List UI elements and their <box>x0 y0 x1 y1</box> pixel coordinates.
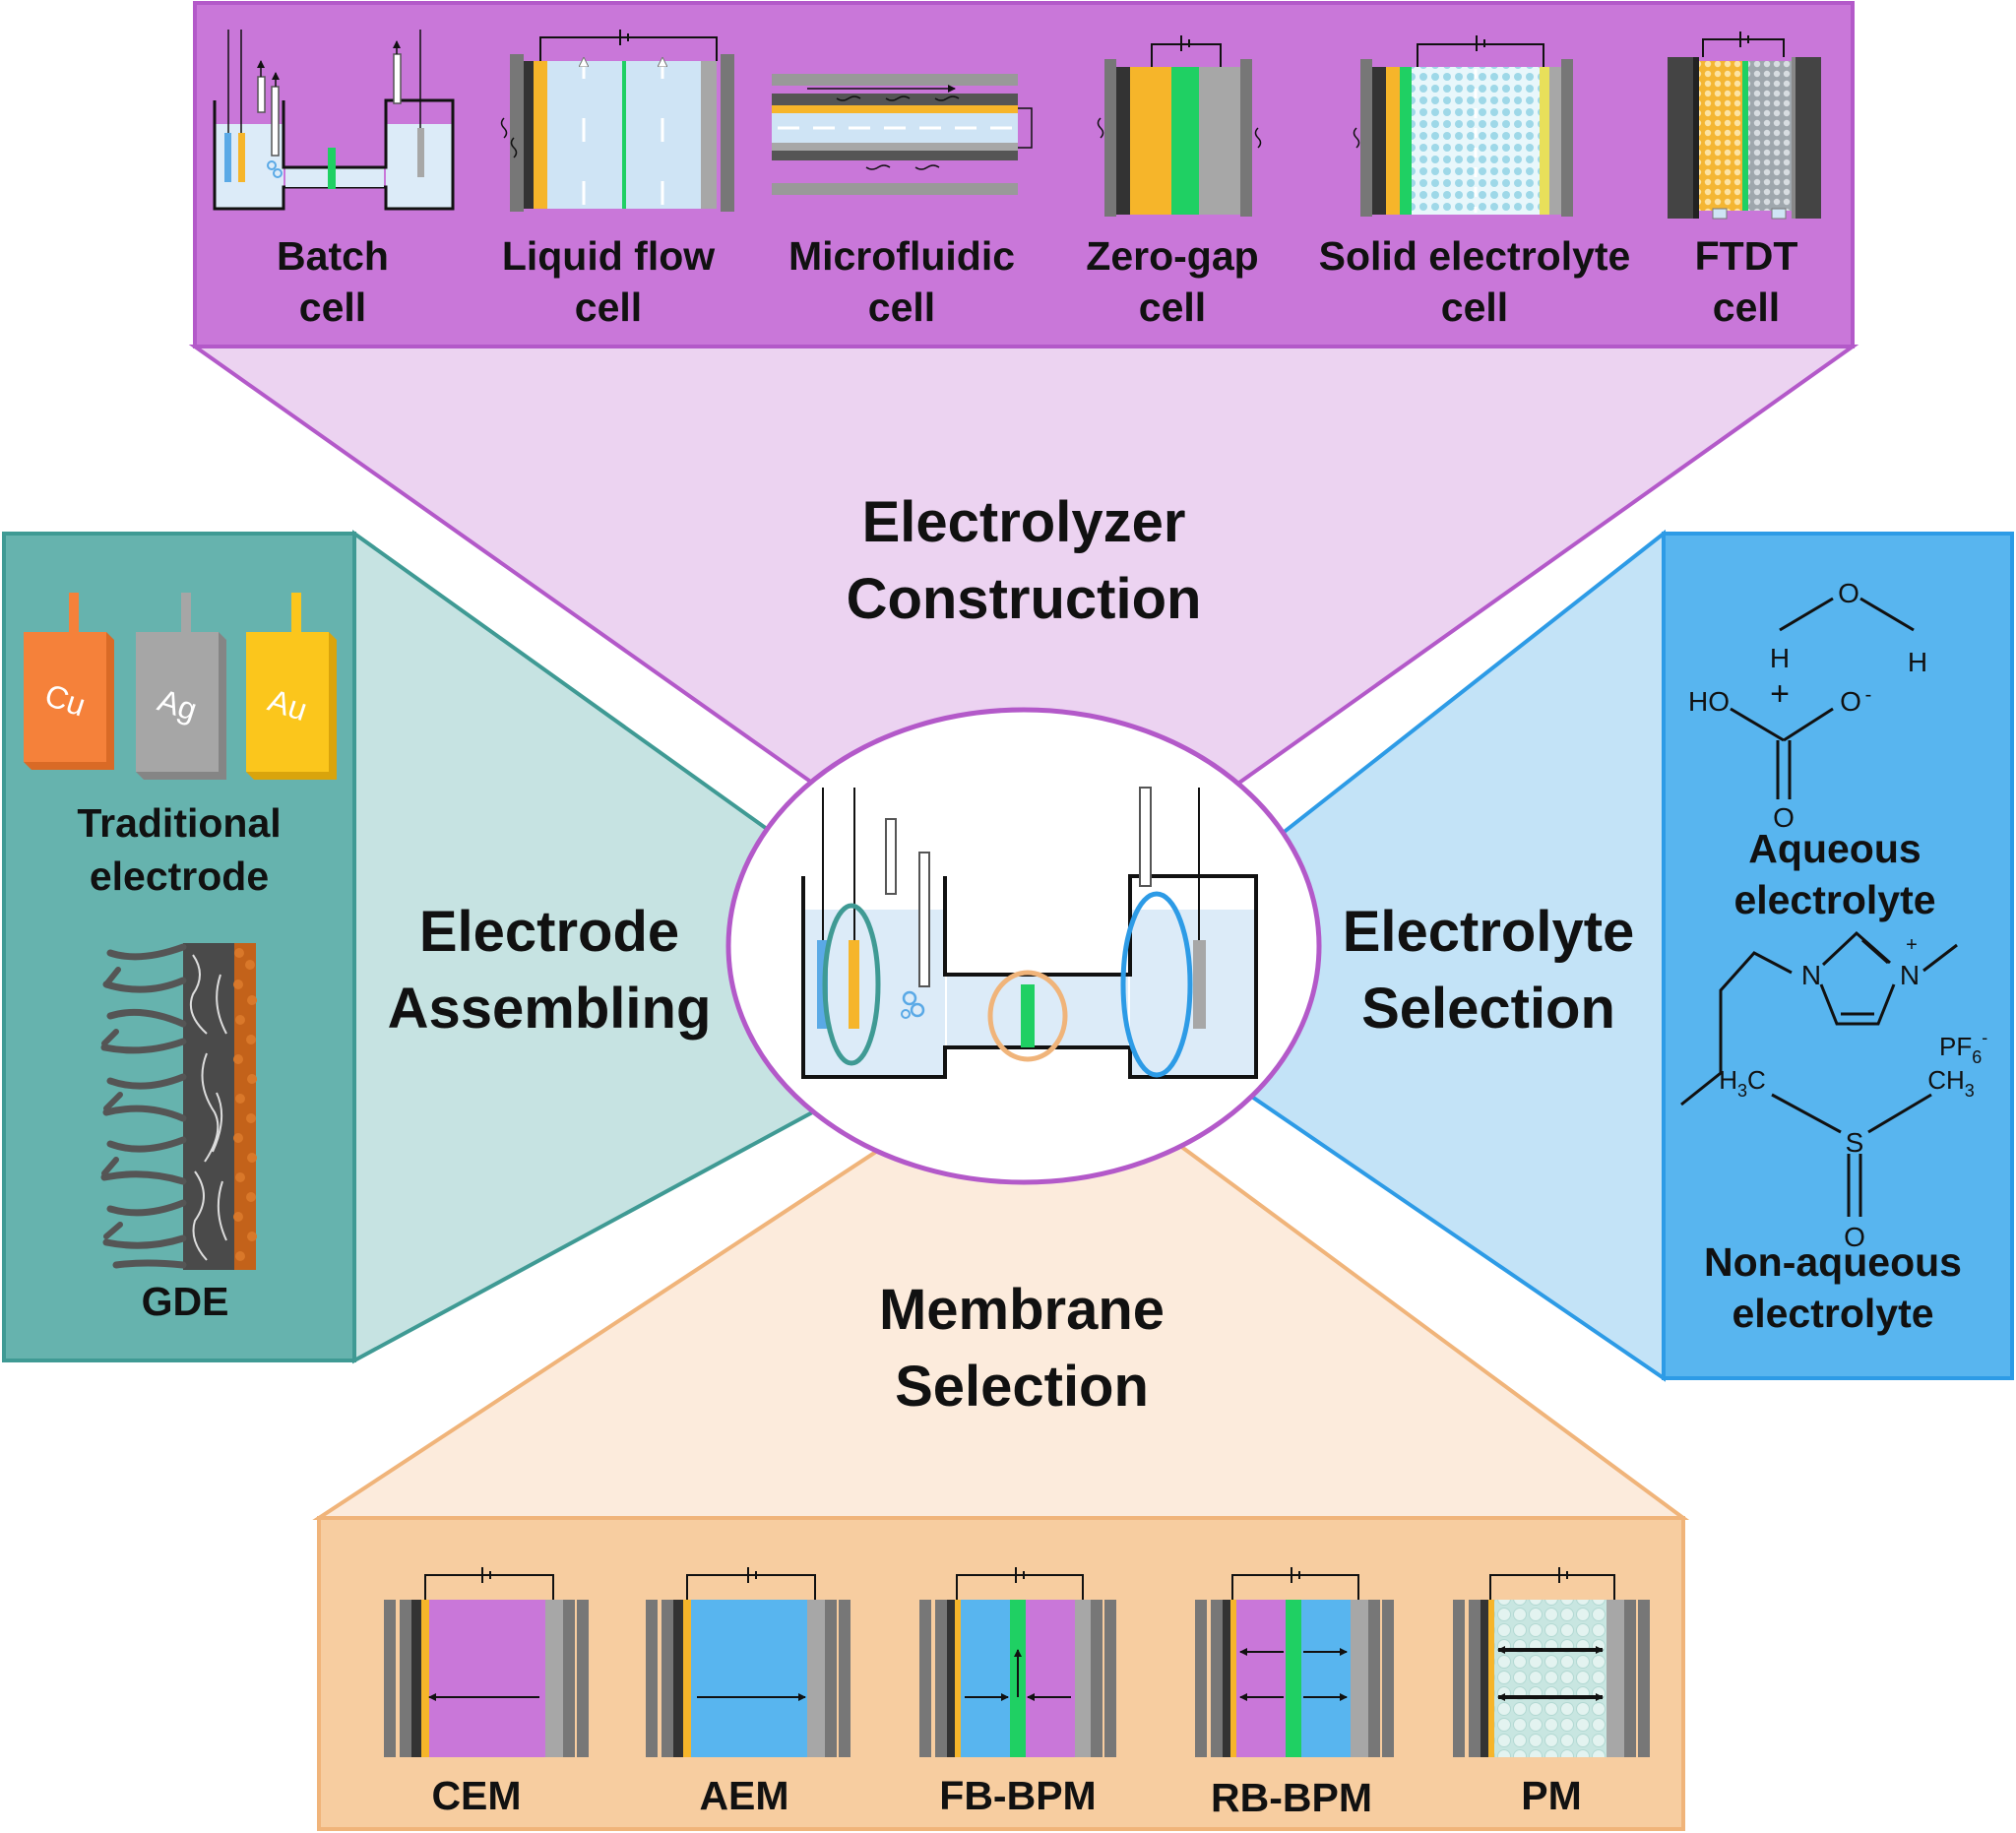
ag-electrode-icon: Ag <box>136 593 226 780</box>
ftdt-cell-label: FTDT <box>1695 233 1798 279</box>
batch-cell-label: Batch <box>277 233 389 279</box>
electrolyte-highlight-ellipse <box>1120 891 1193 1078</box>
svg-text:Electrolyte: Electrolyte <box>1343 900 1635 964</box>
aem-icon <box>646 1567 850 1757</box>
svg-text:HO: HO <box>1688 686 1730 717</box>
gde-label: GDE <box>142 1279 229 1324</box>
svg-text:electrolyte: electrolyte <box>1732 1291 1933 1336</box>
nonaqueous-electrolyte-label: Non-aqueous <box>1704 1239 1962 1285</box>
svg-text:Assembling: Assembling <box>388 977 712 1041</box>
membrane-labels: CEM AEM FB-BPM RB-BPM PM <box>431 1773 1581 1820</box>
svg-text:O: O <box>1840 686 1861 717</box>
svg-text:cell: cell <box>575 284 642 330</box>
svg-text:PF6-: PF6- <box>1939 1028 1987 1067</box>
svg-text:Selection: Selection <box>895 1355 1149 1419</box>
electrolyte-panel <box>1662 532 2014 1380</box>
ftdt-cell-icon <box>1668 32 1821 220</box>
svg-text:Construction: Construction <box>847 567 1202 631</box>
zero-gap-cell-label: Zero-gap <box>1086 233 1258 279</box>
electrolyzer-title: Electrolyzer Construction <box>847 490 1202 631</box>
svg-text:cell: cell <box>299 284 366 330</box>
microfluidic-cell-icon <box>772 74 1033 195</box>
traditional-electrode-label: Traditional <box>77 800 281 846</box>
svg-text:CH3: CH3 <box>1927 1065 1975 1101</box>
liquid-flow-cell-icon <box>500 30 734 212</box>
fb-bpm-label: FB-BPM <box>939 1773 1096 1818</box>
electrolyzer-panel <box>193 1 1855 348</box>
fb-bpm-icon <box>919 1567 1116 1757</box>
svg-text:+: + <box>1906 934 1918 956</box>
svg-text:H: H <box>1908 647 1927 677</box>
dmso-molecule-icon <box>1771 1093 1932 1217</box>
au-electrode-icon: Au <box>246 593 337 780</box>
svg-text:N: N <box>1900 960 1920 990</box>
metal-electrodes: Cu Ag Au <box>24 593 337 780</box>
electrode-title: Electrode Assembling <box>388 900 712 1041</box>
svg-text:cell: cell <box>1441 284 1508 330</box>
solid-electrolyte-cell-label: Solid electrolyte <box>1319 233 1631 279</box>
cell-labels: Batch cell Liquid flow cell Microfluidic… <box>277 233 1797 330</box>
svg-text:H: H <box>1770 643 1790 673</box>
zero-gap-cell-icon <box>1097 35 1262 217</box>
cem-icon <box>384 1567 589 1757</box>
svg-text:cell: cell <box>1713 284 1780 330</box>
membrane-highlight-ellipse <box>987 970 1068 1062</box>
rb-bpm-icon <box>1195 1567 1394 1757</box>
svg-text:Selection: Selection <box>1361 977 1615 1041</box>
membrane-title: Membrane Selection <box>879 1278 1165 1419</box>
svg-text:O: O <box>1838 578 1859 608</box>
svg-text:Electrode: Electrode <box>419 900 679 964</box>
svg-text:electrolyte: electrolyte <box>1733 877 1935 922</box>
cu-electrode-icon: Cu <box>24 593 114 770</box>
svg-text:+: + <box>1770 675 1790 713</box>
svg-text:cell: cell <box>868 284 935 330</box>
svg-text:H3C: H3C <box>1719 1065 1766 1101</box>
microfluidic-cell-label: Microfluidic <box>788 233 1015 279</box>
svg-text:O: O <box>1773 802 1795 833</box>
cem-label: CEM <box>431 1773 521 1818</box>
solid-electrolyte-cell-icon <box>1353 35 1573 217</box>
electrolyte-title: Electrolyte Selection <box>1343 900 1635 1041</box>
svg-text:-: - <box>1865 684 1872 706</box>
svg-text:Membrane: Membrane <box>879 1278 1165 1342</box>
aqueous-electrolyte-label: Aqueous <box>1748 826 1921 871</box>
pm-label: PM <box>1521 1773 1582 1818</box>
electrode-highlight-ellipse <box>822 903 881 1066</box>
bicarbonate-molecule-icon <box>1730 707 1834 799</box>
batch-cell-icon <box>213 30 455 211</box>
liquid-flow-cell-label: Liquid flow <box>502 233 715 279</box>
gde-icon <box>100 943 257 1270</box>
svg-text:N: N <box>1801 960 1821 990</box>
aem-label: AEM <box>699 1773 788 1818</box>
central-h-cell-icon <box>801 787 1258 1079</box>
rb-bpm-label: RB-BPM <box>1211 1775 1372 1820</box>
ionic-liquid-molecule-icon <box>1680 930 1958 1106</box>
water-molecule-icon <box>1779 597 1915 632</box>
pm-icon <box>1453 1567 1650 1757</box>
svg-text:O: O <box>1844 1222 1865 1252</box>
svg-text:S: S <box>1846 1127 1864 1158</box>
svg-text:cell: cell <box>1139 284 1206 330</box>
svg-text:electrode: electrode <box>90 853 269 899</box>
svg-text:Electrolyzer: Electrolyzer <box>862 490 1186 554</box>
